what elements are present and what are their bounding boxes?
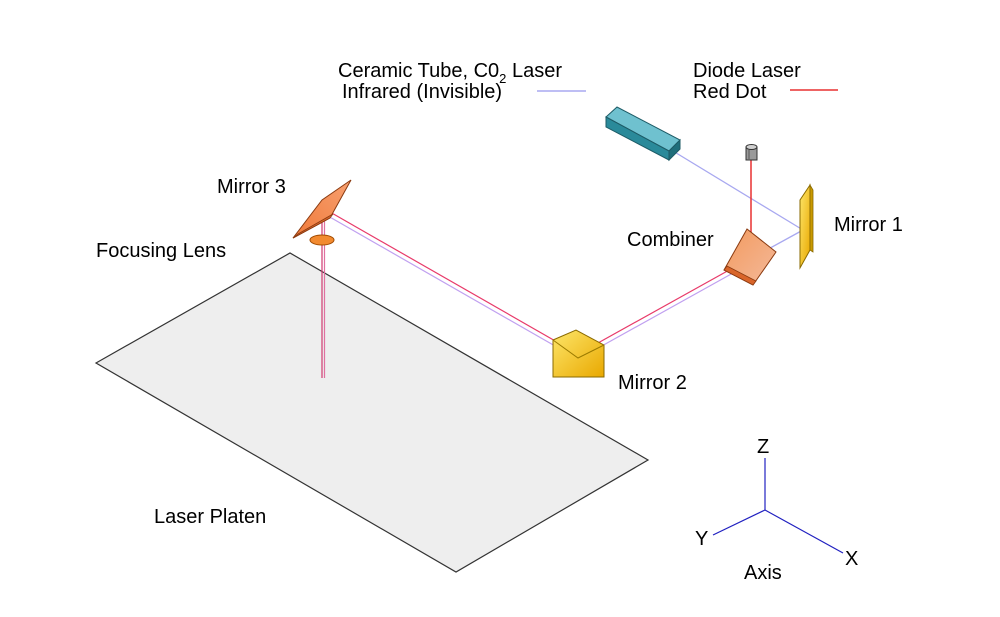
combined-beam-segment-1a bbox=[579, 263, 741, 354]
label-mirror-1: Mirror 1 bbox=[834, 214, 903, 236]
axis-x-label: X bbox=[845, 548, 858, 570]
diode-laser bbox=[745, 144, 758, 161]
axis-y-label: Y bbox=[695, 528, 708, 550]
label-mirror-3: Mirror 3 bbox=[217, 176, 286, 198]
combined-beam-segment-2a bbox=[329, 211, 579, 355]
infrared-beam bbox=[667, 147, 804, 231]
axis-y-line bbox=[712, 509, 766, 536]
axis-z-label: Z bbox=[757, 436, 769, 458]
mirror-2 bbox=[552, 329, 605, 378]
mirror-3 bbox=[292, 179, 352, 239]
focusing-lens bbox=[309, 234, 335, 246]
legend-co2-line2: Infrared (Invisible) bbox=[342, 81, 502, 103]
laser-platen bbox=[94, 252, 650, 573]
legend-diode-line1: Diode Laser bbox=[693, 60, 801, 82]
combined-beam-segment-2b bbox=[327, 215, 577, 359]
combined-beam-segment-1b bbox=[581, 267, 743, 358]
axis-x-line bbox=[764, 509, 844, 554]
axis-indicator: Z Y X Axis bbox=[695, 436, 858, 584]
label-combiner: Combiner bbox=[627, 229, 714, 251]
co2-laser-tube bbox=[605, 106, 681, 162]
label-mirror-2: Mirror 2 bbox=[618, 372, 687, 394]
axis-caption: Axis bbox=[744, 562, 782, 584]
mirror-1 bbox=[799, 183, 814, 270]
label-focusing-lens: Focusing Lens bbox=[96, 240, 226, 262]
combiner bbox=[723, 228, 777, 286]
legend-co2-subscript: 2 bbox=[499, 71, 506, 86]
legend-co2-line1: Ceramic Tube, C02 Laser bbox=[338, 60, 562, 86]
legend-diode-line2: Red Dot bbox=[693, 81, 767, 103]
label-laser-platen: Laser Platen bbox=[154, 506, 266, 528]
